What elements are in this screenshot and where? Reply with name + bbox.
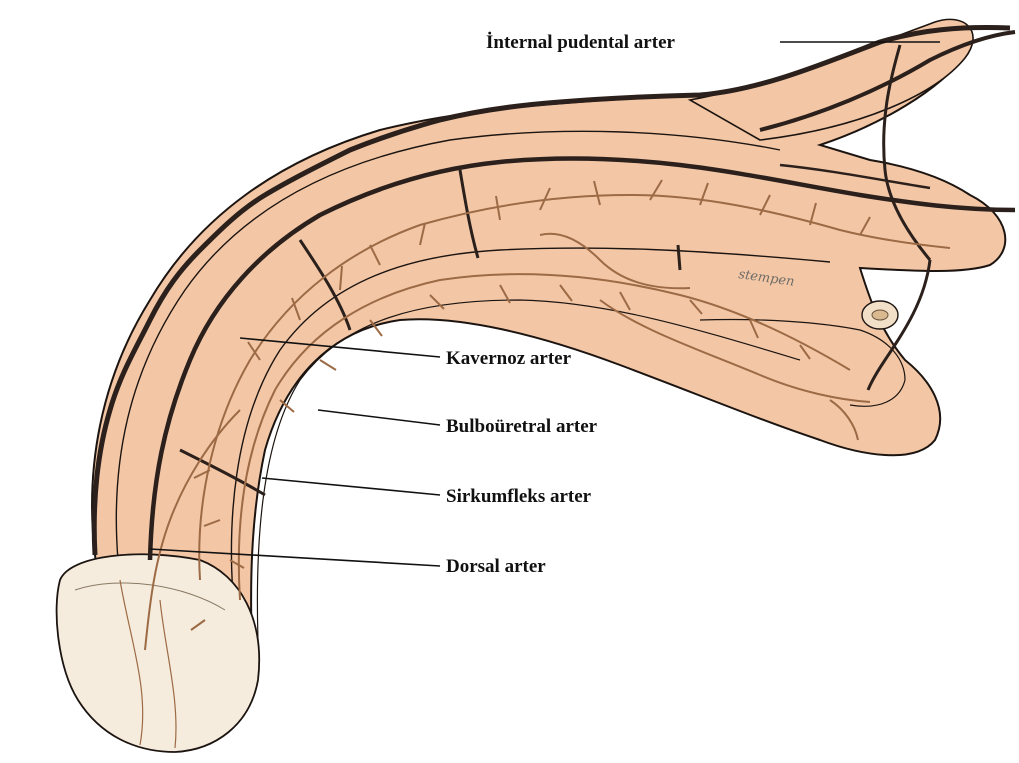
leader-circumflex	[262, 478, 440, 495]
glans	[57, 554, 260, 752]
glans-shape	[57, 554, 260, 752]
leader-bulbourethral	[318, 410, 440, 425]
label-circumflex: Sirkumfleks arter	[446, 486, 592, 507]
label-bulbourethral: Bulboüretral arter	[446, 416, 598, 437]
label-dorsal: Dorsal arter	[446, 556, 546, 577]
upper-crus-shape	[690, 19, 973, 140]
label-cavernous: Kavernoz arter	[446, 348, 572, 369]
label-internal-pudendal: İnternal pudental arter	[486, 32, 676, 53]
